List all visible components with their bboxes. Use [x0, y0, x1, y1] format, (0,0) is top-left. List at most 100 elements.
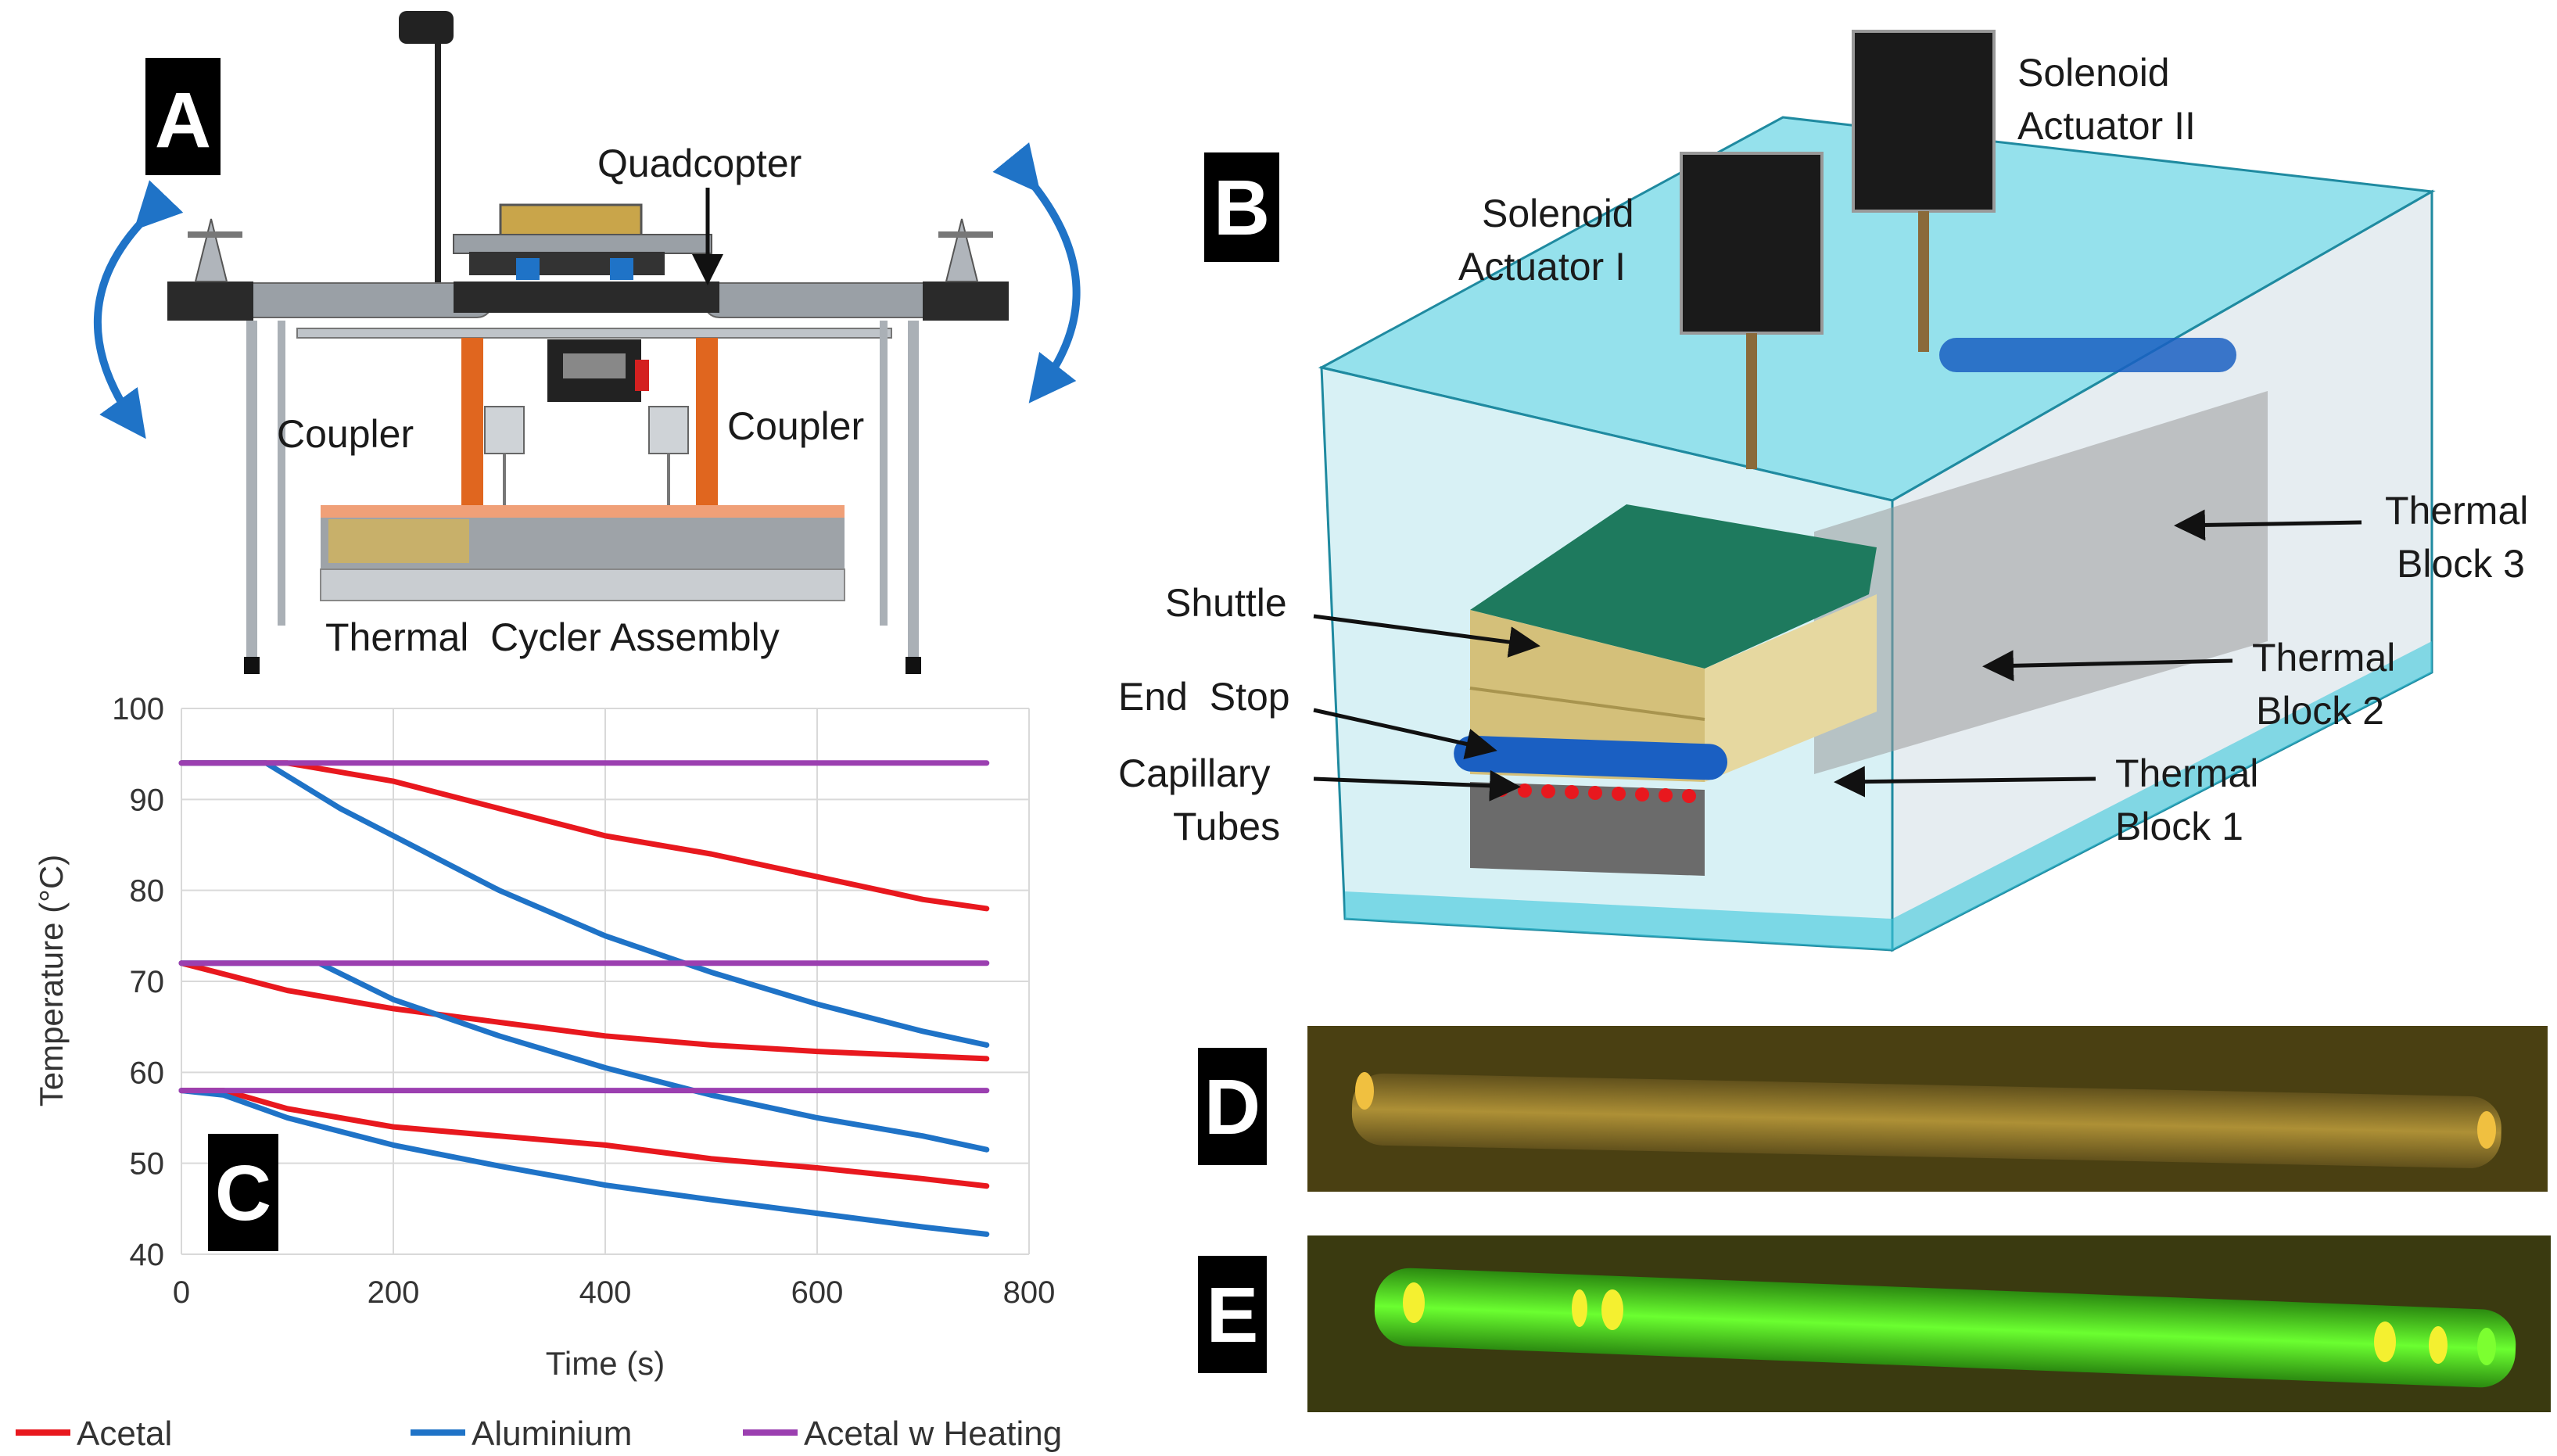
chart-y-axis-title: Temperature (°C)	[33, 855, 70, 1107]
label-block2-line1: Thermal	[2252, 636, 2395, 680]
panel-d: D	[1198, 1026, 2548, 1192]
panel-a-letter: A	[155, 77, 211, 164]
antenna-cap	[399, 11, 454, 44]
coupler-right	[696, 338, 718, 505]
label-end-stop: End Stop	[1118, 675, 1290, 719]
solenoid-actuator-1	[1680, 152, 1824, 335]
label-shuttle: Shuttle	[1165, 581, 1287, 625]
shuttle-pointer	[1313, 614, 1540, 658]
rotate-arrow-right	[992, 142, 1081, 403]
block3-pointer	[2174, 509, 2362, 541]
solenoid-actuator-2	[1852, 30, 1996, 213]
label-quadcopter: Quadcopter	[597, 142, 802, 185]
panel-e-letter: E	[1207, 1271, 1259, 1359]
label-block3-line2: Block 3	[2397, 542, 2525, 586]
x-tick-label: 0	[173, 1275, 190, 1310]
panel-d-letter: D	[1204, 1063, 1261, 1151]
foot-left	[244, 657, 260, 674]
y-tick-label: 80	[130, 874, 165, 909]
label-coupler-right: Coupler	[727, 404, 864, 448]
legend-label-1: Aluminium	[472, 1415, 632, 1453]
label-capillary-line1: Capillary	[1118, 751, 1271, 795]
motor-right	[945, 218, 979, 282]
label-thermal-cycler-assembly: Thermal Cycler Assembly	[325, 615, 780, 659]
label-block1-line2: Block 1	[2115, 805, 2243, 848]
capillary-pointer	[1313, 769, 1521, 802]
panel-b-letter-box	[1204, 152, 1279, 262]
label-block2-line2: Block 2	[2256, 689, 2384, 733]
motor-mount-right	[923, 282, 1009, 321]
label-solenoid-1-line1: Solenoid	[1482, 192, 1634, 235]
coupler-left	[461, 338, 483, 505]
panel-c-letter-box	[208, 1134, 278, 1251]
y-tick-label: 70	[130, 965, 165, 999]
x-tick-label: 800	[1003, 1275, 1056, 1310]
series-line-acetal-6	[178, 1088, 990, 1189]
chart-series	[178, 760, 990, 1237]
panel-b-letter: B	[1214, 164, 1270, 252]
series-line-aluminium-1	[178, 760, 990, 1048]
cycler-top	[321, 505, 845, 518]
cycler-base	[320, 568, 845, 601]
flight-board	[499, 203, 643, 238]
legend-label-2: Acetal w Heating	[804, 1415, 1062, 1453]
board-deck	[453, 234, 712, 254]
motor-left	[194, 218, 228, 282]
chart-legend: Acetal Aluminium Acetal w Heating	[16, 1415, 1062, 1453]
label-solenoid-2-line2: Actuator II	[2017, 104, 2196, 148]
sensor-right	[648, 406, 689, 454]
block2-pointer	[1982, 650, 2233, 682]
rotate-arrow-left	[94, 180, 184, 439]
x-tick-label: 400	[579, 1275, 632, 1310]
x-tick-label: 600	[791, 1275, 844, 1310]
x-tick-label: 200	[368, 1275, 420, 1310]
camera-accent	[635, 360, 649, 391]
chart-x-axis-title: Time (s)	[546, 1345, 665, 1382]
panel-a-letter-box	[145, 58, 221, 175]
panel-e: E	[1198, 1235, 2551, 1412]
series-line-acetal-0	[178, 760, 990, 912]
label-solenoid-1-line2: Actuator I	[1458, 245, 1626, 289]
tube-e-droplet-markers	[1403, 1282, 2496, 1365]
end-stop-rod	[1454, 735, 1727, 780]
end-stop-pointer	[1313, 708, 1497, 760]
y-tick-label: 60	[130, 1056, 165, 1090]
mount-clip-left	[516, 258, 540, 280]
legend-label-0: Acetal	[77, 1415, 172, 1453]
chart-x-ticks: 0 200 400 600 800	[173, 1275, 1056, 1310]
board-mount	[469, 252, 665, 275]
shuttle-side	[1705, 594, 1877, 782]
y-tick-label: 50	[130, 1147, 165, 1182]
thermal-block-3-body	[1814, 391, 2268, 774]
series-line-acetal-3	[178, 960, 990, 1062]
tube-d-end-left	[1355, 1072, 1374, 1110]
y-tick-label: 100	[112, 692, 164, 726]
shuttle-groove	[1469, 687, 1705, 721]
y-tick-label: 40	[130, 1238, 165, 1272]
cycler-shuttle	[328, 519, 469, 563]
camera-lens	[563, 353, 626, 378]
motor-mount-left	[167, 282, 253, 321]
shuttle-top	[1470, 504, 1877, 669]
rear-rod	[1939, 338, 2236, 372]
frame-center	[454, 282, 719, 313]
label-solenoid-2-line1: Solenoid	[2017, 51, 2170, 95]
panel-a: A	[94, 11, 1081, 674]
sensor-left	[484, 406, 525, 454]
panel-b: B Solenoid Actuator	[1118, 30, 2528, 952]
label-capillary-line2: Tubes	[1173, 805, 1280, 848]
capillary-tube-d	[1351, 1073, 2501, 1168]
label-block3-line1: Thermal	[2385, 489, 2528, 533]
frame-plate	[296, 328, 892, 339]
block1-pointer	[1834, 766, 2096, 798]
panel-c-letter: C	[215, 1149, 271, 1237]
label-block1-line1: Thermal	[2115, 751, 2258, 795]
mount-clip-right	[610, 258, 633, 280]
housing-bottom	[1345, 641, 2432, 950]
thermal-block-1-body	[1470, 782, 1705, 876]
series-line-aluminium-7	[178, 1088, 990, 1237]
label-coupler-left: Coupler	[277, 412, 414, 456]
